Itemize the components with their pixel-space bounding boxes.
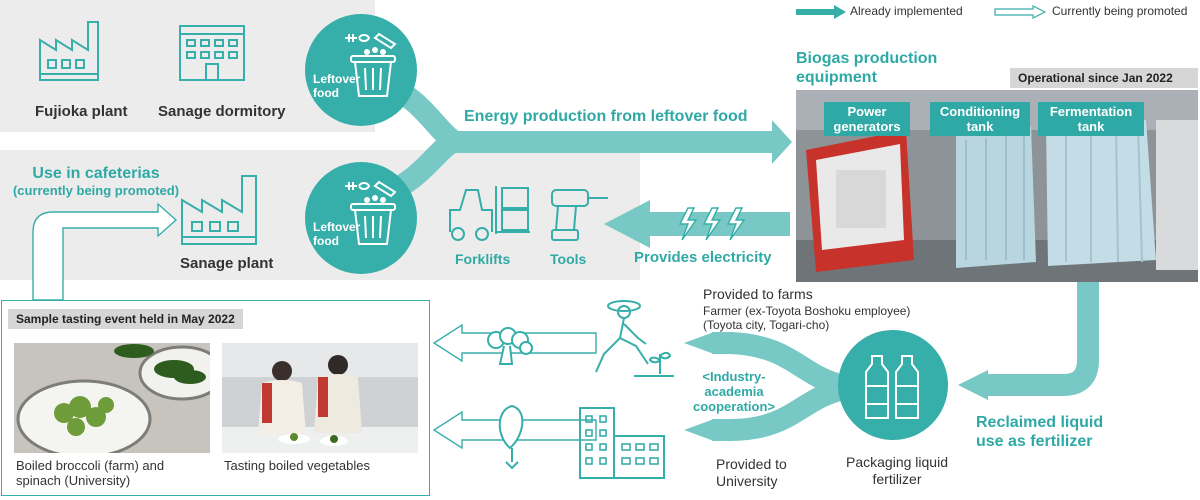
forklifts-label: Forklifts xyxy=(455,251,511,267)
spinach-icon xyxy=(498,404,524,470)
packaging-circle xyxy=(838,330,948,440)
farm-branch xyxy=(729,332,844,396)
packaging-label: Packaging liquid fertilizer xyxy=(846,454,948,487)
energy-production-label: Energy production from leftover food xyxy=(464,108,748,125)
building-icon xyxy=(179,25,245,81)
power-generators-label: Power generators xyxy=(824,102,910,136)
broccoli-photo-illustration xyxy=(14,343,210,453)
legend-solid-arrow-icon xyxy=(796,5,846,19)
tasting-photo xyxy=(222,343,418,453)
legend-implemented-label: Already implemented xyxy=(850,4,963,18)
tools-label: Tools xyxy=(550,251,587,267)
fermentation-tank-label: Fermentation tank xyxy=(1038,102,1144,136)
leftover-food-label-2: Leftover food xyxy=(313,220,361,248)
trash-food-icon xyxy=(345,32,397,97)
cafeteria-label: Use in cafeterias (currently being promo… xyxy=(6,165,186,198)
cafeteria-label-line1: Use in cafeterias xyxy=(32,165,160,182)
broccoli-photo xyxy=(14,343,210,453)
reclaimed-label: Reclaimed liquid use as fertilizer xyxy=(976,414,1104,450)
electricity-arrow xyxy=(604,200,790,248)
leftover-food-circle-2: Leftover food xyxy=(305,162,417,274)
univ-branch xyxy=(729,379,844,441)
cafeteria-label-line2: (currently being promoted) xyxy=(12,183,180,198)
broccoli-icon xyxy=(487,327,533,365)
factory-icon xyxy=(39,21,99,81)
lightning-icon xyxy=(678,207,746,241)
farmer-line2: (Toyota city, Togari-cho) xyxy=(703,318,830,332)
energy-arrow-head xyxy=(448,120,792,164)
biogas-photo: Power generators Conditioning tank Ferme… xyxy=(796,90,1198,282)
sanage-dorm-label: Sanage dormitory xyxy=(158,103,286,120)
operational-since-badge: Operational since Jan 2022 xyxy=(1010,68,1198,88)
farm-arrow-head xyxy=(684,332,714,354)
sanage-plant-label: Sanage plant xyxy=(180,255,274,272)
provided-to-farms-label: Provided to farms xyxy=(703,286,813,302)
trash-food-icon-2 xyxy=(345,180,397,245)
tasting-event-title: Sample tasting event held in May 2022 xyxy=(8,309,243,329)
provided-to-univ-label: Provided to University xyxy=(716,456,787,489)
reclaimed-arrow-head xyxy=(958,370,988,400)
legend-promoted-label: Currently being promoted xyxy=(1052,4,1188,18)
univ-arrow-head xyxy=(684,419,714,441)
factory-icon-sanage xyxy=(181,175,257,245)
fujioka-label: Fujioka plant xyxy=(35,103,128,120)
leftover-food-circle-1: Leftover food xyxy=(305,14,417,126)
biogas-title: Biogas production equipment xyxy=(796,50,938,86)
tasting-photo-illustration xyxy=(222,343,418,453)
forklift-icon xyxy=(449,186,530,241)
farmer-line1: Farmer (ex-Toyota Boshoku employee) xyxy=(703,304,911,318)
broccoli-caption: Boiled broccoli (farm) and spinach (Univ… xyxy=(16,458,165,488)
tasting-event-box: Sample tasting event held in May 2022 Bo… xyxy=(1,300,430,496)
drill-icon xyxy=(551,189,608,241)
legend-outline-arrow-icon xyxy=(994,5,1046,19)
industry-academia-label: <Industry-academia cooperation> xyxy=(693,369,775,414)
conditioning-tank-label: Conditioning tank xyxy=(930,102,1030,136)
bottle-icon xyxy=(865,355,919,419)
cafeteria-outline-arrow xyxy=(32,202,178,301)
leftover-food-label-1: Leftover food xyxy=(313,72,361,100)
university-building-icon xyxy=(579,407,665,479)
provides-electricity-label: Provides electricity xyxy=(634,249,772,266)
reclaimed-arrow-body xyxy=(985,282,1099,396)
legend: Already implemented Currently being prom… xyxy=(796,2,1196,22)
tasting-caption: Tasting boiled vegetables xyxy=(224,458,370,473)
farmer-icon xyxy=(595,300,674,377)
